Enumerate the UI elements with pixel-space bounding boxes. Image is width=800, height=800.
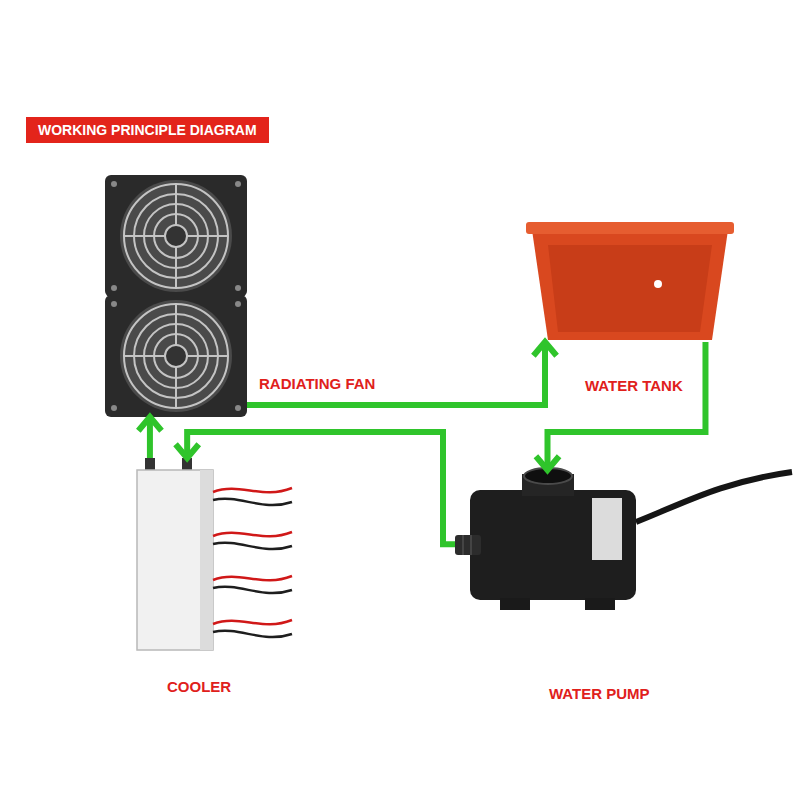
fan-frame [105,175,247,297]
outlet-rib [462,535,464,555]
fan-hub [165,345,187,367]
water-tank-picture [526,222,734,340]
fan-screw-hole [111,181,117,187]
arrow-head [538,459,557,470]
fan-opening [120,180,232,292]
outlet-rib [470,535,472,555]
cooler-block [137,470,213,650]
pump-foot [500,598,530,610]
arrow-head [140,417,159,428]
fan-screw-hole [111,405,117,411]
fan-opening [120,300,232,412]
black-wire [213,499,292,505]
black-wire [213,543,292,549]
component-box: WATER TANK [528,222,732,342]
red-wire [213,576,292,580]
pump-cable [636,472,792,522]
black-wire [213,631,292,637]
pump-body [470,490,636,600]
radiating-fan-picture [105,175,247,417]
fan-screw-hole [235,285,241,291]
red-wire [213,620,292,624]
component-label: COOLER [165,678,233,695]
component-box: WATER PUMP [455,470,640,610]
fan-screw-hole [235,405,241,411]
water-pump-picture [455,468,792,610]
pump-sticker [592,498,622,560]
cooler-side [200,470,213,650]
pump-outlet [455,535,481,555]
black-wire [213,587,292,593]
flow-line [247,342,545,405]
tank-hole [654,280,662,288]
fan-screw-hole [235,181,241,187]
arrow-head [177,447,196,458]
fan-screw-hole [111,285,117,291]
component-box: COOLER [137,458,213,650]
tank-body [532,230,728,340]
title-banner: WORKING PRINCIPLE DIAGRAM [26,117,269,143]
component-label: WATER TANK [583,377,685,394]
component-label: WATER PUMP [547,685,652,702]
cooler-picture [137,458,292,650]
flow-arrow [140,417,159,458]
fan-screw-hole [235,301,241,307]
fan-frame [105,295,247,417]
red-wire [213,488,292,492]
fan-grill [124,184,228,288]
flow-line [548,342,706,470]
tank-rim [526,222,734,234]
arrow-head [535,342,554,353]
flow-arrow [247,342,555,405]
flow-line [187,432,455,544]
tank-shade [548,245,712,332]
component-box: RADIATING FAN [105,175,247,417]
fan-grill [124,304,228,408]
component-label: RADIATING FAN [257,375,377,392]
pump-foot [585,598,615,610]
fan-hub [165,225,187,247]
flow-arrow [538,342,706,470]
flow-arrow [177,432,455,544]
fan-screw-hole [111,301,117,307]
red-wire [213,532,292,536]
